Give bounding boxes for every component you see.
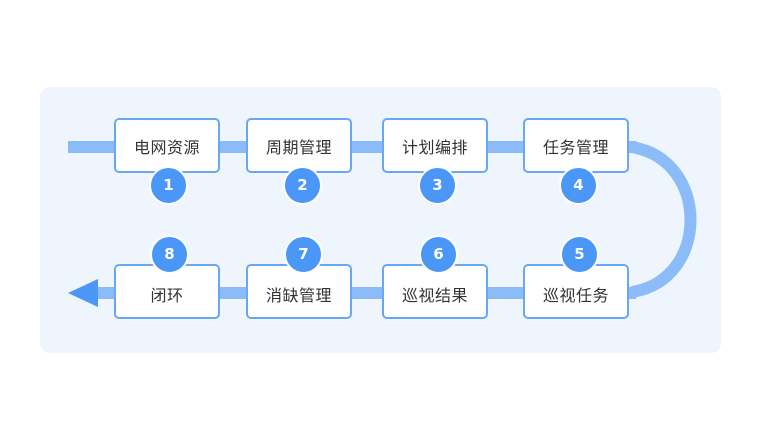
step-label: 消缺管理 <box>265 286 332 305</box>
u-turn-connector <box>630 141 697 298</box>
step-label: 电网资源 <box>133 138 200 157</box>
step-label: 巡视任务 <box>542 286 609 305</box>
step-label: 闭环 <box>150 286 184 305</box>
step-label: 巡视结果 <box>401 286 468 305</box>
step-number-badge: 8 <box>150 235 189 274</box>
step-3-box: 计划编排 <box>382 118 488 173</box>
step-number-badge: 3 <box>418 166 457 205</box>
step-label: 任务管理 <box>542 138 609 157</box>
step-number-badge: 5 <box>560 235 599 274</box>
step-number-badge: 1 <box>149 166 188 205</box>
step-4-box: 任务管理 <box>523 118 629 173</box>
step-number-badge: 7 <box>284 235 323 274</box>
step-number-badge: 2 <box>283 166 322 205</box>
step-label: 计划编排 <box>401 138 468 157</box>
step-number-badge: 6 <box>419 235 458 274</box>
step-1-box: 电网资源 <box>114 118 220 173</box>
step-5-box: 巡视任务 <box>523 264 629 319</box>
step-number-badge: 4 <box>559 166 598 205</box>
step-label: 周期管理 <box>265 138 332 157</box>
arrow-left-icon <box>68 279 98 307</box>
step-2-box: 周期管理 <box>246 118 352 173</box>
